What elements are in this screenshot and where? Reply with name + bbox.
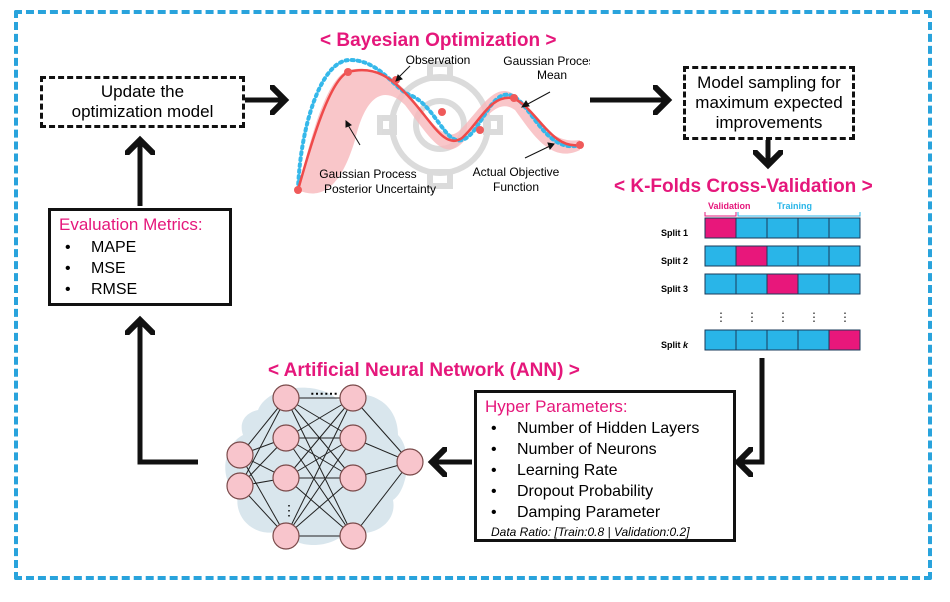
training-fold [797,329,830,351]
update-line-2: optimization model [71,102,214,121]
hyper-item: Damping Parameter [485,502,725,523]
split-2-label: Split 2 [661,256,689,266]
ann-edge [285,397,354,479]
training-fold [828,217,861,239]
ann-node [339,522,367,550]
ann-node [339,424,367,452]
ann-node [226,441,254,469]
training-fold [828,273,861,295]
svg-text:⋮: ⋮ [777,310,789,324]
ann-node [339,384,367,412]
hyper-item: Number of Hidden Layers [485,418,725,439]
training-fold [704,273,737,295]
training-fold [735,273,768,295]
bayes-title: < Bayesian Optimization > [320,30,557,51]
training-fold [704,329,737,351]
validation-fold [735,245,768,267]
validation-fold [828,329,861,351]
svg-text:⋮: ⋮ [746,310,758,324]
label-actual-obj-2: Function [493,180,539,194]
label-observation: Observation [406,53,471,67]
ann-edge [285,477,354,537]
label-gp-mean-1: Gaussian Process [503,54,590,68]
split-k-label: Split k [661,340,689,350]
ann-edge [239,454,287,537]
model-sampling-box: Model sampling for maximum expected impr… [683,66,855,140]
metric-item: RMSE [59,279,221,300]
ann-network: ⋯⋯ ⋮ [225,384,424,550]
label-gp-mean-2: Mean [537,68,567,82]
dots-vertical: ⋮ [282,502,296,518]
ann-node [272,424,300,452]
metrics-title: Evaluation Metrics: [59,215,203,234]
split-3-label: Split 3 [661,284,689,294]
validation-label: Validation [708,201,751,211]
hyper-item: Dropout Probability [485,481,725,502]
metric-item: MAPE [59,237,221,258]
hyper-item: Number of Neurons [485,439,725,460]
training-fold [766,217,799,239]
training-fold [704,245,737,267]
brain-icon [225,387,408,545]
sampling-line-2: maximum expected [695,93,843,112]
svg-text:⋮: ⋮ [808,310,820,324]
hyper-title: Hyper Parameters: [485,397,628,416]
data-ratio: Data Ratio: [Train:0.8 | Validation:0.2] [491,525,690,539]
bayes-illustration: Observation Gaussian Process Mean Gaussi… [294,53,590,196]
arrow-ann-to-metrics [140,320,198,465]
ann-node [272,384,300,412]
gear-icon [377,61,503,189]
training-fold [797,217,830,239]
training-fold [797,273,830,295]
ann-node [226,472,254,500]
hyper-parameters-box: Hyper Parameters: Number of Hidden Layer… [474,390,736,542]
training-fold [828,245,861,267]
training-fold [735,217,768,239]
ann-node [396,448,424,476]
kfold-grid: Validation Training ⋮ ⋮ ⋮ ⋮ ⋮ Split 1 Split… [612,198,872,358]
ann-edge [352,461,411,537]
training-fold [766,329,799,351]
dashed-frame [14,10,932,580]
validation-fold [766,273,799,295]
label-gp-unc-1: Gaussian Process [319,167,416,181]
label-gp-unc-2: Posterior Uncertainty [324,182,436,196]
ann-node [272,464,300,492]
evaluation-metrics-box: Evaluation Metrics: MAPE MSE RMSE [48,208,232,306]
update-line-1: Update the [100,82,185,101]
ann-node [272,522,300,550]
arrow-kfold-to-hyper [738,358,765,462]
hyper-item: Learning Rate [485,460,725,481]
svg-text:⋮: ⋮ [839,310,851,324]
ann-edge [239,397,287,487]
gp-mean-curve [296,68,581,191]
dots-hidden: ⋯⋯ [310,385,338,401]
sampling-line-1: Model sampling for [697,73,841,92]
svg-text:⋮: ⋮ [715,310,727,324]
ann-edge [285,397,354,537]
update-model-box: Update the optimization model [40,76,245,128]
kfold-title: < K-Folds Cross-Validation > [614,176,873,197]
ann-edge [285,437,354,537]
ellipsis-dots: ⋮ ⋮ ⋮ ⋮ ⋮ [715,310,851,324]
metric-item: MSE [59,258,221,279]
training-fold [766,245,799,267]
ann-node [339,464,367,492]
validation-fold [704,217,737,239]
ann-edge [352,397,411,463]
training-fold [735,329,768,351]
training-label: Training [777,201,813,211]
training-fold [797,245,830,267]
label-actual-obj-1: Actual Objective [473,165,560,179]
kfold-svg: ⋮ ⋮ ⋮ ⋮ ⋮ [704,212,861,351]
sampling-line-3: improvements [715,113,823,132]
split-1-label: Split 1 [661,228,689,238]
ann-title: < Artificial Neural Network (ANN) > [268,360,580,381]
